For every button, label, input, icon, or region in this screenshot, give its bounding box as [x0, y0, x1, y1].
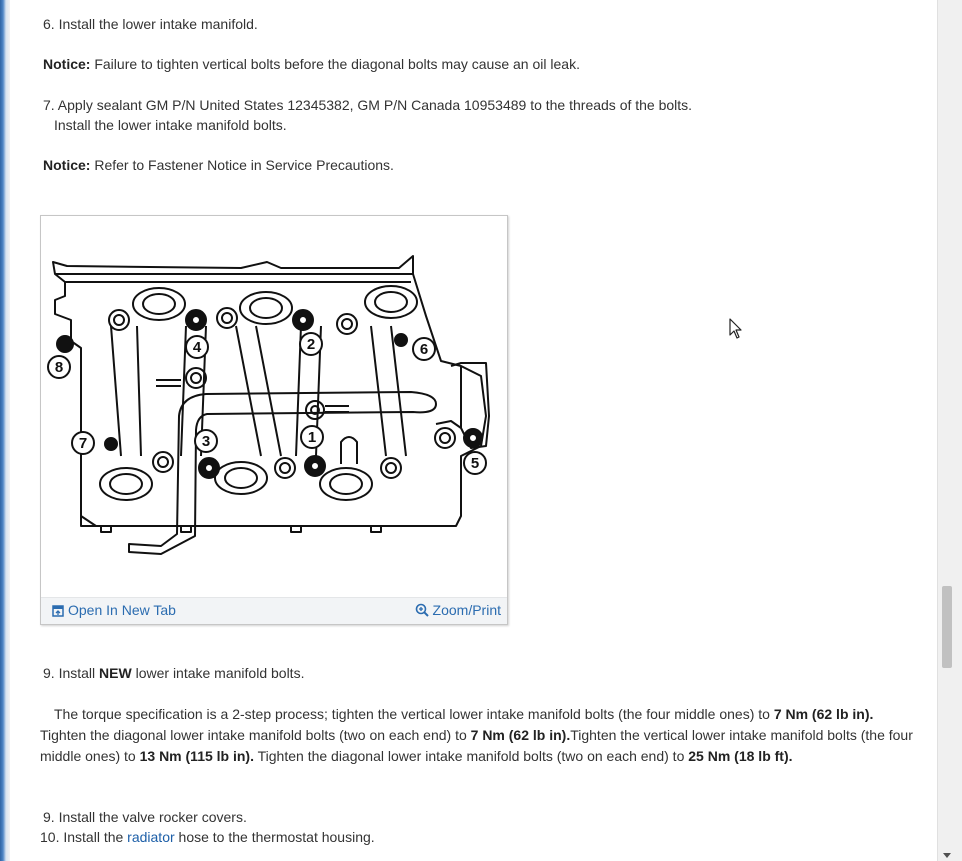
open-in-new-tab-label: Open In New Tab — [68, 602, 176, 618]
step-7-line-2: Install the lower intake manifold bolts. — [54, 117, 287, 133]
step-6: 6. Install the lower intake manifold. — [43, 16, 258, 32]
callout-3-label: 3 — [202, 433, 210, 450]
callout-2 — [299, 332, 323, 356]
callout-6-label: 6 — [420, 341, 428, 358]
notice-text: Failure to tighten vertical bolts before… — [90, 56, 580, 72]
step-9-number: 9. Install — [43, 665, 100, 681]
vertical-scrollbar[interactable] — [937, 0, 962, 861]
torque-value-4: 25 Nm (18 lb ft). — [688, 748, 793, 764]
torque-text-3: Tighten the vertical lower intake manifo… — [40, 727, 913, 764]
step-7-line-1: 7. Apply sealant GM P/N United States 12… — [43, 97, 693, 113]
radiator-link[interactable]: radiator — [127, 829, 175, 845]
open-in-new-tab-button[interactable]: Open In New Tab — [52, 602, 176, 618]
manifold-figure: 1 2 3 4 5 6 7 8 Open In New Tab Zoom/Pri… — [40, 215, 508, 625]
step-10: 10. Install the radiator hose to the the… — [40, 829, 375, 845]
notice-label: Notice: — [43, 157, 91, 173]
callout-8-label: 8 — [55, 359, 63, 376]
torque-value-1: 7 Nm (62 lb in). — [773, 706, 874, 722]
new-emphasis: NEW — [99, 665, 132, 681]
step-10-rest: hose to the thermostat housing. — [174, 829, 375, 845]
notice-label: Notice: — [43, 56, 91, 72]
torque-text-2: Tighten the diagonal lower intake manifo… — [40, 727, 471, 743]
zoom-print-label: Zoom/Print — [432, 602, 501, 618]
article-content: 6. Install the lower intake manifold. No… — [40, 16, 920, 845]
callout-4 — [185, 335, 209, 359]
callout-8 — [47, 355, 71, 379]
torque-value-2: 7 Nm (62 lb in). — [470, 727, 571, 743]
scrollbar-thumb[interactable] — [942, 586, 952, 668]
zoom-icon — [415, 603, 429, 617]
step-9-rocker-covers: 9. Install the valve rocker covers. — [43, 809, 247, 825]
figure-toolbar: Open In New Tab Zoom/Print — [41, 597, 507, 624]
torque-text-1: The torque specification is a 2-step pro… — [54, 706, 774, 722]
torque-specification: The torque specification is a 2-step pro… — [40, 704, 920, 767]
notice-oil-leak: Notice: Failure to tighten vertical bolt… — [43, 56, 580, 72]
callout-5-label: 5 — [471, 455, 479, 472]
callout-1 — [300, 425, 324, 449]
mouse-cursor-icon — [729, 318, 742, 339]
torque-value-3: 13 Nm (115 lb in). — [139, 748, 254, 764]
open-new-tab-icon — [52, 605, 64, 617]
step-10-text: 10. Install the — [40, 829, 128, 845]
notice-fastener: Notice: Refer to Fastener Notice in Serv… — [43, 157, 394, 173]
step-9-new-bolts: 9. Install NEW lower intake manifold bol… — [43, 665, 304, 681]
notice-text: Refer to Fastener Notice in Service Prec… — [90, 157, 394, 173]
callout-6 — [412, 337, 436, 361]
window-left-frame — [0, 0, 10, 861]
zoom-print-button[interactable]: Zoom/Print — [415, 602, 501, 618]
torque-text-4: Tighten the diagonal lower intake manifo… — [253, 748, 689, 764]
callout-5 — [463, 451, 487, 475]
callout-3 — [194, 429, 218, 453]
bolt-callouts: 1 2 3 4 5 6 7 8 — [47, 332, 487, 475]
step-9-rest: lower intake manifold bolts. — [131, 665, 305, 681]
callout-4-label: 4 — [193, 339, 202, 356]
callout-7-label: 7 — [79, 435, 87, 452]
callout-1-label: 1 — [308, 429, 316, 446]
scroll-down-arrow-icon[interactable] — [943, 853, 951, 858]
callout-2-label: 2 — [307, 336, 315, 353]
callout-7 — [71, 431, 95, 455]
